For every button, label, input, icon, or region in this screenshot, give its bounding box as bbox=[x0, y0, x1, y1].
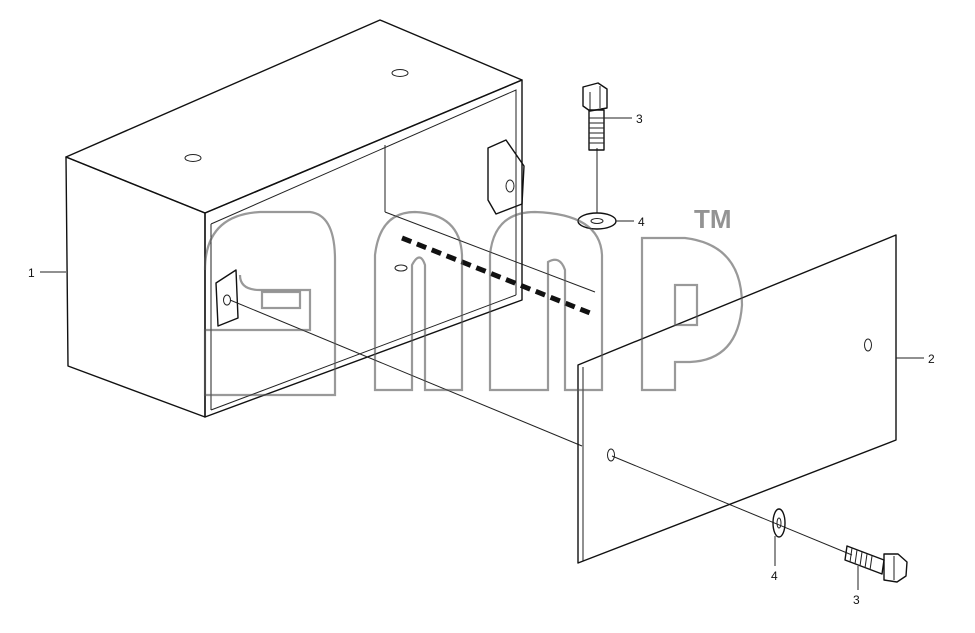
callout-label-plate: 2 bbox=[928, 352, 935, 366]
washer-bottom bbox=[772, 508, 786, 538]
top-hole-left bbox=[184, 154, 202, 162]
assembly-line-2 bbox=[611, 455, 853, 556]
callout-4-bottom: 4 bbox=[771, 536, 778, 583]
callout-label-washer-top: 4 bbox=[638, 215, 645, 229]
left-bracket bbox=[215, 269, 239, 327]
plate-hole-upper bbox=[864, 338, 872, 352]
watermark-logo bbox=[203, 210, 744, 397]
washer-top bbox=[577, 212, 617, 230]
plate-hole-lower bbox=[607, 448, 615, 462]
callout-label-box: 1 bbox=[28, 266, 35, 280]
callout-2: 2 bbox=[896, 352, 935, 366]
inner-hole bbox=[394, 264, 408, 272]
callout-label-washer-bottom: 4 bbox=[771, 569, 778, 583]
callout-3-top: 3 bbox=[604, 112, 643, 126]
hidden-edge bbox=[401, 235, 596, 318]
callout-4-top: 4 bbox=[616, 215, 645, 229]
bolt-top bbox=[582, 82, 608, 151]
callout-3-bottom: 3 bbox=[853, 566, 860, 607]
assembly-line-1 bbox=[229, 299, 583, 447]
bolt-bottom bbox=[844, 545, 908, 583]
cover-plate bbox=[577, 234, 897, 564]
callout-label-bolt-bottom: 3 bbox=[853, 593, 860, 607]
top-hole-right bbox=[391, 69, 409, 77]
callout-1: 1 bbox=[28, 266, 66, 280]
callout-label-bolt-top: 3 bbox=[636, 112, 643, 126]
right-bracket bbox=[487, 139, 525, 215]
trademark-symbol: TM bbox=[694, 204, 732, 234]
battery-box bbox=[65, 19, 596, 418]
